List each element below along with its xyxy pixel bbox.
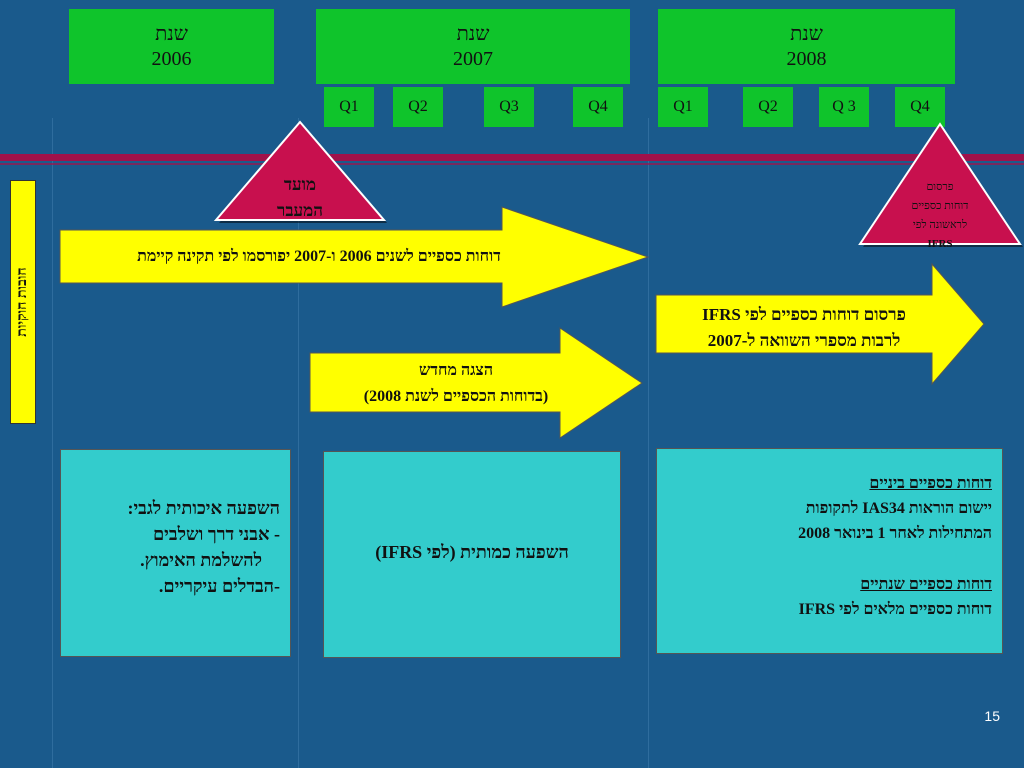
statutory-obligations-label: חובות חוקיות	[10, 180, 36, 424]
year-2006-header: שנת 2006	[69, 9, 274, 84]
transition-date-text: מועד המעבר	[276, 175, 324, 220]
ifrs-publication-arrow	[655, 262, 985, 386]
annual-line: דוחות כספיים מלאים לפי IFRS	[798, 601, 992, 618]
restatement-arrow	[309, 327, 643, 439]
first-ifrs-publication-triangle	[858, 122, 1023, 247]
quantitative-impact-box: השפעה כמותית (לפי IFRS)	[323, 451, 621, 658]
timeline-band	[0, 154, 1024, 161]
year-label: שנת	[155, 22, 188, 45]
qualitative-item: - אבני דרך ושלבים	[152, 524, 280, 544]
year-label: שנת	[456, 22, 490, 45]
quarter-2008-q3: Q 3	[819, 87, 869, 127]
quarter-2007-q3: Q3	[484, 87, 534, 127]
year-2008-header: שנת 2008	[658, 9, 955, 84]
quarter-2007-q1: Q1	[324, 87, 374, 127]
quarter-2007-q4: Q4	[573, 87, 623, 127]
existing-standard-arrow-text: דוחות כספיים לשנים 2006 ו-2007 יפורסמו ל…	[137, 248, 501, 265]
ifrs-publication-arrow-text: פרסום דוחות כספיים לפי IFRS לרבות מספרי …	[702, 305, 906, 350]
year-label: שנת	[790, 22, 823, 45]
year-value: 2007	[453, 47, 493, 70]
page-number: 15	[984, 708, 1000, 724]
year-2007-header: שנת 2007	[316, 9, 630, 84]
interim-line: המתחילות לאחר 1 בינואר 2008	[798, 525, 992, 542]
gridline	[298, 118, 299, 768]
quarter-2008-q4: Q4	[895, 87, 945, 127]
quantitative-text: השפעה כמותית (לפי IFRS)	[375, 542, 569, 562]
transition-date-triangle	[213, 120, 387, 223]
year-value: 2006	[151, 47, 192, 70]
financial-reports-box: דוחות כספיים ביניים יישום הוראות IAS34 ל…	[656, 448, 1003, 654]
interim-line: יישום הוראות IAS34 לתקופות	[805, 500, 992, 517]
interim-title: דוחות כספיים ביניים	[869, 475, 992, 492]
first-ifrs-publication-text: פרסום דוחות כספיים לראשונה לפי IFRS	[911, 181, 969, 250]
timeline-band-shadow	[0, 163, 1024, 165]
qualitative-impact-box: השפעה איכותית לגבי: - אבני דרך ושלבים לה…	[60, 449, 291, 657]
gridline	[52, 118, 53, 768]
restatement-arrow-text: הצגה מחדש (בדוחות הכספיים לשנת 2008)	[363, 362, 549, 405]
qualitative-item: -הבדלים עיקריים.	[158, 576, 280, 596]
quarter-2008-q2: Q2	[743, 87, 793, 127]
year-value: 2008	[786, 47, 827, 70]
annual-title: דוחות כספיים שנתיים	[860, 576, 992, 593]
existing-standard-arrow	[59, 206, 650, 308]
quarter-2007-q2: Q2	[393, 87, 443, 127]
qualitative-item: להשלמת האימוץ.	[140, 550, 262, 570]
gridline	[648, 118, 649, 768]
quarter-2008-q1: Q1	[658, 87, 708, 127]
qualitative-title: השפעה איכותית לגבי:	[127, 498, 280, 518]
